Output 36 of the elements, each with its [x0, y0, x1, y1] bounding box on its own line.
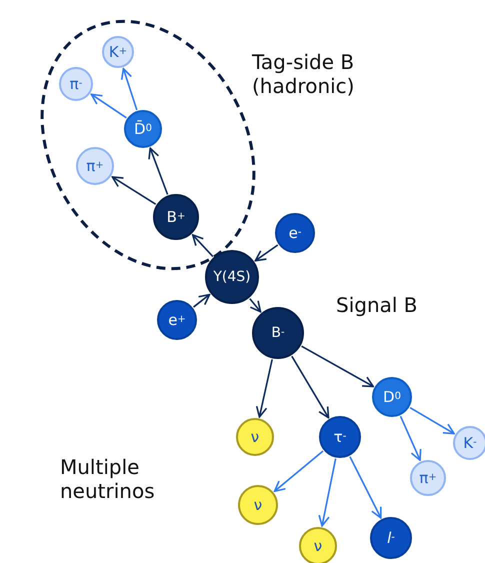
arrow — [148, 147, 168, 195]
particle-circle: ν — [236, 418, 274, 456]
arrow — [90, 94, 127, 119]
particle-circle: τ$^{-}$ — [319, 416, 361, 458]
particle-circle: D$^{0}$ — [372, 377, 412, 417]
arrow — [318, 458, 336, 527]
annotation-text: Signal B — [336, 293, 419, 317]
particle-circle: e$^{-}$ — [275, 213, 315, 253]
arrow — [254, 244, 278, 262]
arrow — [291, 356, 330, 418]
annotation-text: Multiple neutrinos — [60, 455, 156, 503]
arrow — [120, 68, 138, 110]
arrow — [301, 346, 374, 388]
arrow — [193, 294, 210, 308]
particle-circle: π$^{+}$ — [410, 460, 446, 496]
particle-circle: l$^{-}$ — [370, 517, 412, 559]
arrow — [249, 298, 262, 313]
arrow — [410, 406, 455, 434]
arrow — [112, 176, 156, 205]
group-heading: Tag-side B (hadronic) — [252, 50, 356, 98]
arrow — [274, 450, 324, 492]
arrow — [256, 359, 273, 418]
arrow — [400, 416, 422, 461]
arrow — [192, 234, 214, 258]
particle-circle: D̄$^{0}$ — [124, 110, 162, 148]
arrow — [349, 456, 382, 519]
particle-circle: π$^{+}$ — [76, 147, 114, 185]
particle-circle: K$^{+}$ — [102, 36, 134, 68]
particle-circle: B$^{-}$ — [252, 307, 304, 359]
particle-circle: Υ(4S) — [205, 250, 259, 304]
particle-circle: ν — [299, 527, 337, 563]
particle-circle: B$^{+}$ — [153, 194, 199, 240]
particle-circle: K$^{-}$ — [453, 426, 485, 460]
particle-circle: ν — [238, 485, 278, 525]
particle-circle: e$^{+}$ — [157, 300, 197, 340]
particle-circle: π$^{-}$ — [59, 67, 93, 101]
